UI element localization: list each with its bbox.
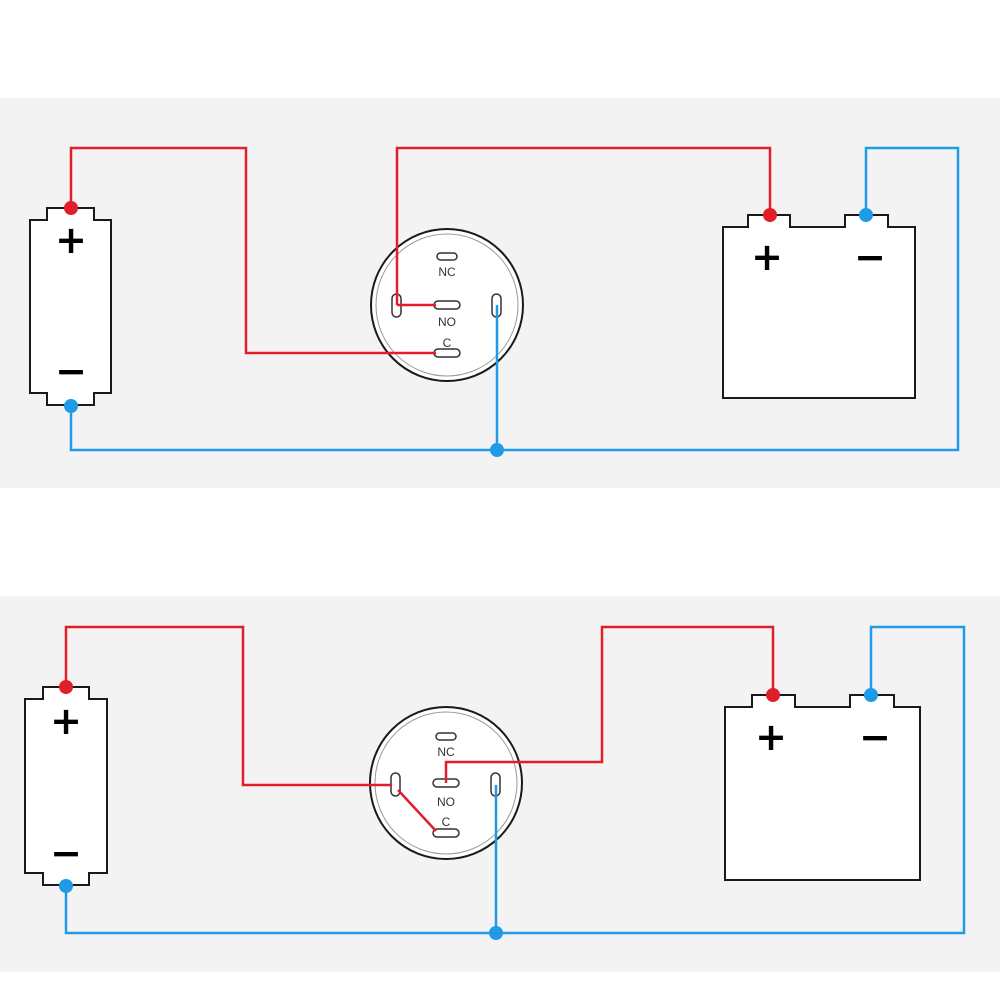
top-pin-no	[433, 300, 461, 310]
bottom-load-negative-terminal	[864, 688, 878, 702]
top-cell-minus: −	[55, 349, 87, 393]
top-load-minus: −	[854, 235, 886, 279]
bottom-switch-inner-ring	[374, 711, 518, 855]
top-cell-positive-terminal	[64, 201, 78, 215]
bottom-pin-nc	[435, 732, 457, 741]
top-pin-nc-label: NC	[438, 265, 456, 279]
bottom-cell-plus: +	[50, 699, 82, 743]
bottom-load-minus: −	[859, 715, 891, 759]
top-negative-wiring	[69, 146, 960, 452]
top-load-negative-terminal	[859, 208, 873, 222]
bottom-junction-node	[489, 926, 503, 940]
bottom-load-positive-terminal	[766, 688, 780, 702]
top-load-positive-terminal	[763, 208, 777, 222]
bottom-pin-c	[432, 828, 460, 838]
top-junction-node	[490, 443, 504, 457]
bottom-load-plus: +	[755, 715, 787, 759]
bottom-pin-led-left	[390, 772, 401, 797]
top-pin-nc	[436, 252, 458, 261]
top-load-plus: +	[751, 235, 783, 279]
bottom-cell-negative-terminal	[59, 879, 73, 893]
bottom-diagram: + − + − NC NO C	[24, 625, 966, 940]
bottom-positive-wiring	[64, 625, 775, 832]
top-pin-c	[433, 348, 461, 358]
bottom-pin-no-label: NO	[437, 795, 455, 809]
bottom-pin-c-label: C	[442, 815, 451, 829]
bottom-negative-wiring	[64, 625, 966, 935]
top-diagram: + − + − NC NO C	[29, 146, 960, 457]
top-load-body	[722, 214, 916, 399]
bottom-pin-nc-label: NC	[437, 745, 455, 759]
top-positive-wiring	[69, 146, 772, 355]
top-pin-no-label: NO	[438, 315, 456, 329]
bottom-load-body	[724, 694, 921, 881]
bottom-cell-body	[24, 686, 108, 886]
top-cell-negative-terminal	[64, 399, 78, 413]
bottom-cell-minus: −	[50, 831, 82, 875]
bottom-cell-positive-terminal	[59, 680, 73, 694]
top-cell-body	[29, 207, 112, 406]
top-cell-plus: +	[55, 218, 87, 262]
top-switch-inner-ring	[375, 233, 519, 377]
top-pin-c-label: C	[443, 336, 452, 350]
